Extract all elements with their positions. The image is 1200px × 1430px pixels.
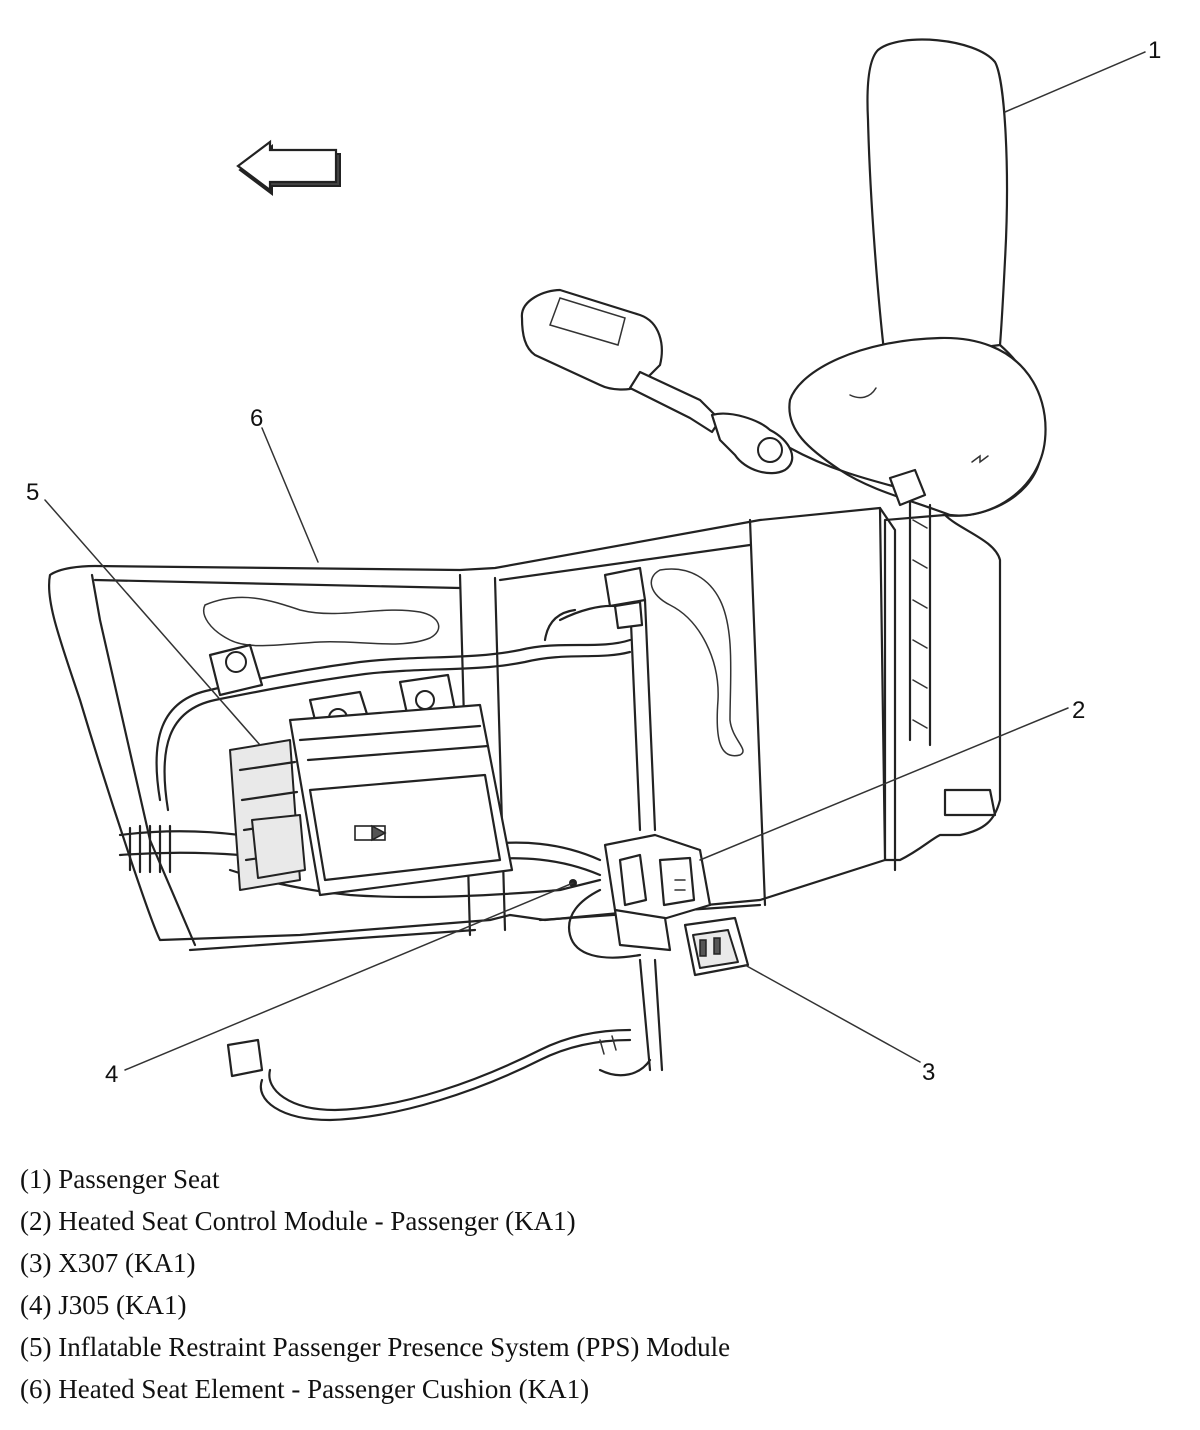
callout-6: 6 [250, 405, 263, 432]
forward-direction-arrow-icon [236, 139, 341, 196]
callout-5: 5 [26, 479, 39, 506]
seat-wiring-diagram: 1 2 3 4 5 6 [26, 37, 1161, 1122]
legend-item-heated-seat-element: (6) Heated Seat Element - Passenger Cush… [20, 1374, 590, 1404]
callout-3: 3 [922, 1059, 935, 1086]
callout-4: 4 [105, 1061, 118, 1088]
callout-2: 2 [1072, 697, 1085, 724]
legend-item-j305: (4) J305 (KA1) [20, 1290, 187, 1320]
pps-module [229, 703, 514, 897]
callout-leader-lines [44, 51, 1146, 1071]
legend-item-heated-seat-control-module: (2) Heated Seat Control Module - Passeng… [20, 1206, 576, 1236]
legend-item-passenger-seat: (1) Passenger Seat [20, 1164, 220, 1194]
legend-item-pps-module: (5) Inflatable Restraint Passenger Prese… [20, 1332, 731, 1362]
wiring-harness [118, 598, 664, 1122]
legend-item-x307: (3) X307 (KA1) [20, 1248, 196, 1278]
callout-1: 1 [1148, 37, 1161, 64]
x307-connector [683, 916, 750, 977]
seatbelt-buckle [520, 288, 927, 507]
passenger-seat-back [788, 38, 1047, 862]
component-legend: (1) Passenger Seat (2) Heated Seat Contr… [20, 1158, 1180, 1410]
heated-seat-control-module [603, 833, 712, 952]
